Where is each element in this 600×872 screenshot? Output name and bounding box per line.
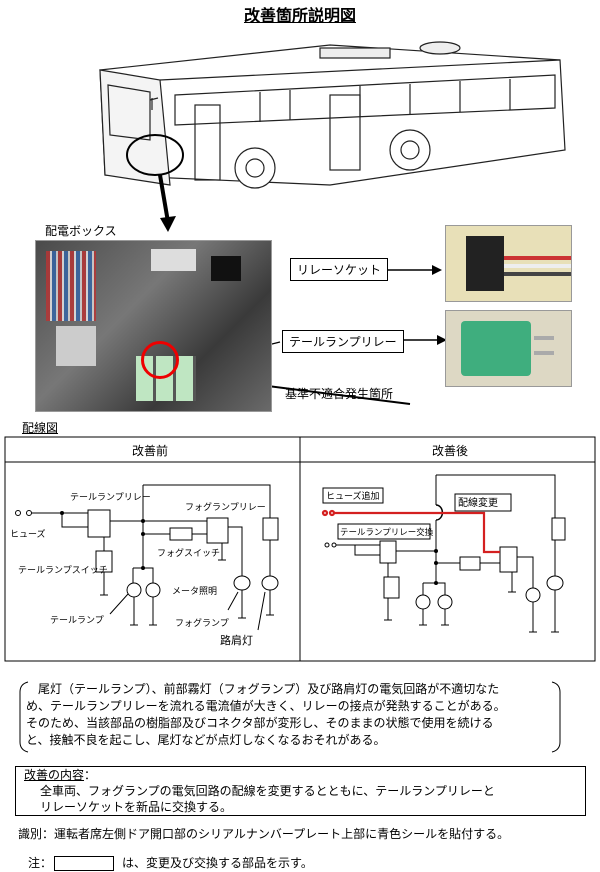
improvement-box: 改善の内容： 全車両、フォグランプの電気回路の配線を変更するとともに、テールラン…: [15, 766, 586, 816]
distribution-box-label: 配電ボックス: [45, 224, 117, 238]
description-line: 尾灯（テールランプ）、前部霧灯（フォグランプ）及び路肩灯の電気回路が不適切なた: [26, 682, 500, 696]
legend-box: [54, 856, 115, 871]
wiring-heading: 配線図: [22, 421, 59, 435]
wiring-diagram: 改善前 改善後 テールランプリレー フォグランプリレー ヒューズ フォグスイッチ…: [4, 436, 596, 662]
callout-arrow: [158, 174, 170, 223]
description-text: 尾灯（テールランプ）、前部霧灯（フォグランプ）及び路肩灯の電気回路が不適切なた …: [26, 681, 556, 749]
description-line: そのため、当該部品の樹脂部及びコネクタ部が変形し、そのままの状態で使用を続ける: [26, 716, 494, 730]
identification-text: 識別：運転者席左側ドア開口部のシリアルナンバープレート上部に青色シールを貼付する…: [18, 827, 510, 841]
relay-socket-photo: [445, 225, 572, 302]
before-fuse: ヒューズ: [10, 528, 46, 540]
note-text: は、変更及び交換する部品を示す。: [122, 856, 313, 870]
distribution-box-photo: [35, 240, 272, 412]
before-tail-lamp: テールランプ: [50, 615, 104, 626]
page-title-text: 改善箇所説明図: [243, 6, 356, 25]
tail-lamp-relay-photo: [445, 310, 572, 387]
note-prefix: 注：: [28, 856, 53, 870]
after-fuse-added: ヒューズ追加: [326, 490, 380, 502]
after-wiring-changed: 配線変更: [458, 496, 498, 509]
improvement-line: リレーソケットを新品に交換する。: [40, 800, 233, 814]
before-fog-switch: フォグスイッチ: [157, 547, 220, 559]
description-line: と、接触不良を起こし、尾灯などが点灯しなくなるおそれがある。: [26, 733, 386, 747]
before-header: 改善前: [132, 443, 168, 458]
before-tail-lamp-relay: テールランプリレー: [70, 492, 151, 503]
relay-socket-label: リレーソケット: [290, 258, 389, 281]
improvement-heading: 改善の内容: [24, 768, 85, 782]
before-shoulder-lamp: 路肩灯: [220, 633, 253, 647]
before-fog-lamp: フォグランプ: [175, 617, 229, 629]
before-meter-light: メータ照明: [172, 586, 217, 597]
graphics-layer: [99, 41, 566, 405]
before-tail-lamp-switch: テールランプスイッチ: [18, 565, 108, 576]
note: 注： は、変更及び交換する部品を示す。: [28, 855, 313, 872]
improvement-line: 全車両、フォグランプの電気回路の配線を変更するとともに、テールランプリレーと: [40, 784, 495, 798]
page-title: 改善箇所説明図: [0, 2, 600, 26]
nonconformity-label: 基準不適合発生箇所: [285, 387, 394, 401]
before-fog-lamp-relay: フォグランプリレー: [185, 501, 266, 513]
before-circuit: [15, 484, 279, 631]
improvement-colon: ：: [84, 768, 97, 782]
bus-illustration: [99, 41, 566, 189]
description-line: め、テールランプリレーを流れる電流値が大きく、リレーの接点が発熱することがある。: [26, 699, 506, 713]
tail-lamp-relay-label: テールランプリレー: [282, 330, 404, 353]
after-tail-relay-replaced: テールランプリレー交換: [340, 527, 434, 538]
after-header: 改善後: [432, 443, 468, 458]
changed-wiring-red: [321, 509, 500, 554]
